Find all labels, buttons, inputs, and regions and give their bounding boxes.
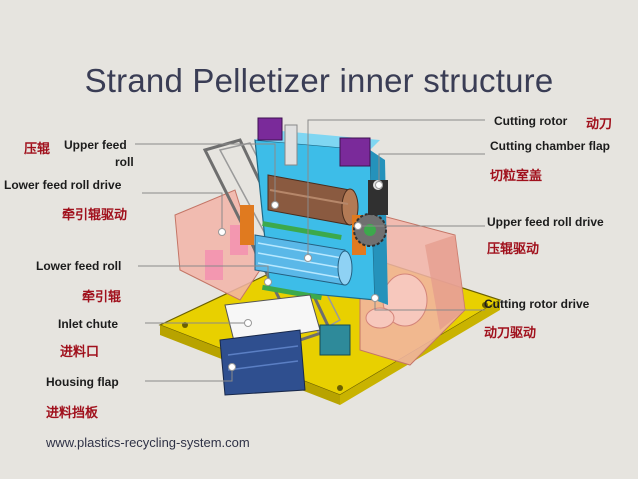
slide-title: Strand Pelletizer inner structure [84,62,554,100]
lower-feed-roll [254,234,353,286]
cutting-rotor-en: Cutting rotor [494,114,568,128]
upper-feed-roll-drive-cn: 压辊驱动 [487,242,540,257]
inlet-chute-en: Inlet chute [58,317,119,331]
lower-feed-roll-drive-cn: 牵引辊驱动 [62,208,128,223]
lower-feed-roll-cn: 牵引辊 [82,290,122,305]
lower-feed-roll-drive-en: Lower feed roll drive [4,178,122,192]
leader-endpoints [218,181,383,371]
cutting-rotor-drive-en: Cutting rotor drive [484,297,590,311]
top-motor-blocks [257,117,371,167]
cutting-rotor-drive-cn: 动刀驱动 [484,326,537,341]
inlet-chute-cn: 进料口 [60,345,100,360]
housing-flap-en: Housing flap [46,375,119,389]
cutting-chamber-flap-cn: 切粒室盖 [490,169,543,184]
gear-drive [353,180,388,247]
upper-feed-roll-drive-en: Upper feed roll drive [487,215,604,229]
upper-feed-roll-cn: 压辊 [24,142,51,157]
housing-flap-cn: 进料挡板 [46,406,99,421]
cutting-chamber-flap-en: Cutting chamber flap [490,139,611,153]
lower-feed-roll-en: Lower feed roll [36,259,122,273]
upper-feed-roll-en-line1: Upper feed [64,138,127,152]
website-url: www.plastics-recycling-system.com [46,435,250,450]
inlet-chute [219,294,351,396]
upper-feed-roll [267,174,359,226]
leader-lines [135,119,485,382]
green-shaft-accents [240,205,366,301]
cutting-rotor-cn: 动刀 [586,117,613,132]
upper-feed-roll-en-line2: roll [115,155,134,169]
